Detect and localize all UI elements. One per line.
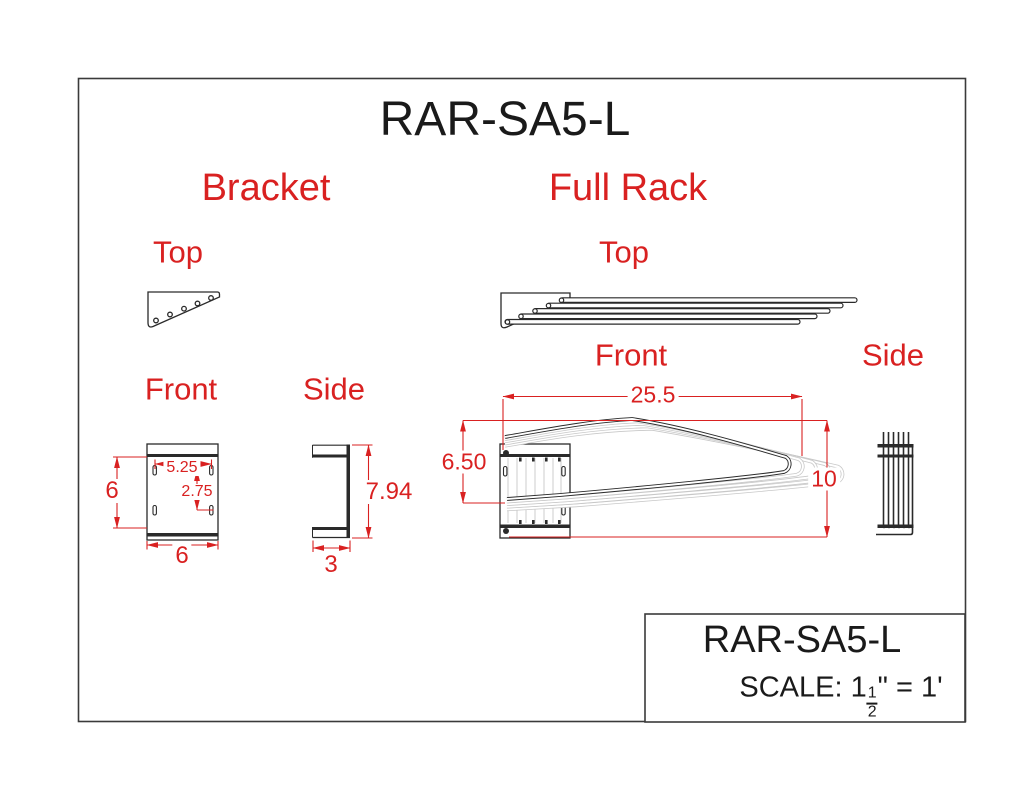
dim-rack-length: 25.5 [627,383,679,407]
main-hanger-wire [504,417,792,501]
dim-bracket-front-width: 6 [172,544,192,568]
dim-rack-mount-height: 6.50 [438,450,490,474]
title-block-part-number: RAR-SA5-L [702,619,902,661]
title-block [644,613,966,723]
scale-suffix: " = 1' [877,671,943,704]
dim-rack-tip-height: 10 [808,467,840,491]
dim-bracket-side-depth: 3 [321,553,341,577]
bracket-top-view-label: Top [153,234,203,270]
scale-fraction-numerator: 1 [866,685,878,705]
dim-bracket-slot-spacing-h: 5.25 [163,460,201,476]
full-rack-top-view-label: Top [599,234,649,270]
full-rack-front-view [499,417,845,539]
scale-fraction-denominator: 2 [867,703,877,721]
sheet-border [77,77,967,723]
bracket-side-view-label: Side [302,371,366,407]
full-rack-side-view [876,432,914,536]
dim-bracket-side-height: 7.94 [362,480,416,504]
dim-bracket-front-height: 6 [102,479,122,503]
full-rack-front-view-label: Front [594,337,668,373]
full-rack-top-view [500,292,858,329]
bracket-front-view-label: Front [144,371,218,407]
full-rack-section-label: Full Rack [548,167,708,209]
dim-bracket-slot-spacing-v: 2.75 [178,484,216,500]
scale-prefix: SCALE: 1 [739,671,867,704]
bracket-section-label: Bracket [201,167,331,209]
bracket-top-view [147,291,221,328]
bracket-side-view [312,444,350,539]
full-rack-side-view-label: Side [861,337,925,373]
drawing-title: RAR-SA5-L [379,93,631,146]
